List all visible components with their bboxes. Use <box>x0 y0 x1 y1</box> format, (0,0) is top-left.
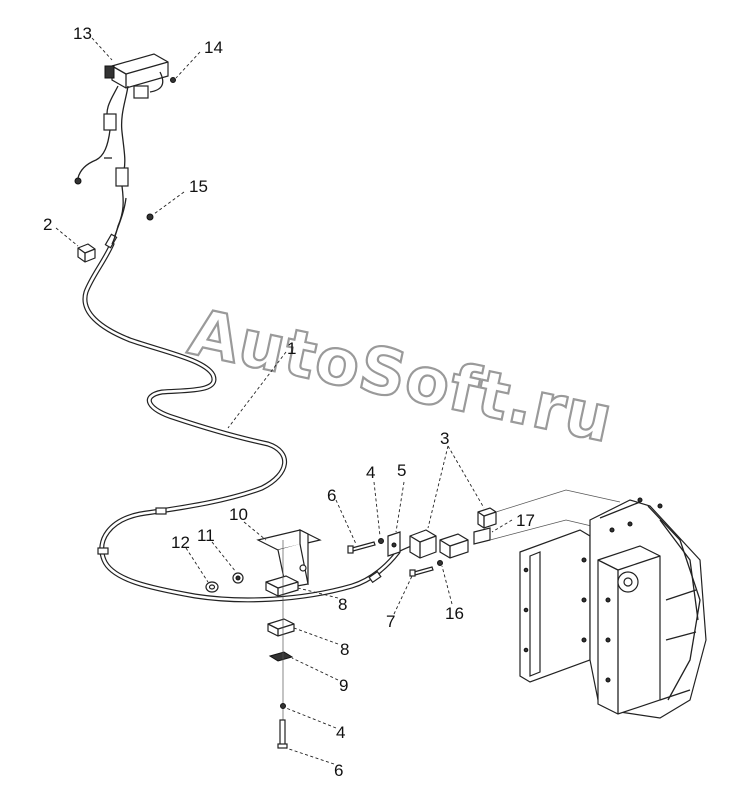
callout-2: 2 <box>43 215 52 234</box>
callout-4-lower: 4 <box>336 723 345 742</box>
callout-7: 7 <box>386 612 395 631</box>
callout-6-upper: 6 <box>327 486 336 505</box>
callout-4-upper: 4 <box>366 463 375 482</box>
nut-4-lower <box>280 703 286 709</box>
clip-3-upper <box>477 507 497 529</box>
nut-16 <box>437 560 443 566</box>
callout-11: 11 <box>197 526 215 545</box>
bolt-6-upper <box>347 541 376 554</box>
control-module <box>74 53 169 245</box>
bracket-10 <box>256 529 322 589</box>
callout-5: 5 <box>397 461 406 480</box>
bracket-5 <box>387 531 401 557</box>
bolt-6-lower <box>277 719 288 749</box>
callout-13: 13 <box>73 24 92 43</box>
callout-3: 3 <box>440 429 449 448</box>
callout-8-upper: 8 <box>338 595 347 614</box>
gearbox-housing <box>519 497 707 719</box>
sensor-3 <box>409 529 469 559</box>
callout-15: 15 <box>189 177 208 196</box>
clamp-8-lower <box>267 618 295 637</box>
callout-6-lower: 6 <box>334 761 343 780</box>
screw-14 <box>170 77 176 83</box>
reference-line-lower <box>489 519 601 541</box>
callout-16: 16 <box>445 604 464 623</box>
watermark: AutoSoft.ru <box>182 295 621 459</box>
callout-12: 12 <box>171 533 190 552</box>
leader-lines <box>55 37 513 765</box>
plate-9 <box>268 651 294 662</box>
watermark-text: AutoSoft.ru <box>183 296 620 458</box>
callouts: 13 14 15 2 1 3 4 5 6 17 10 11 12 8 7 16 … <box>43 24 535 780</box>
wiring-harness <box>82 197 433 603</box>
callout-14: 14 <box>204 38 223 57</box>
pad-17 <box>473 527 491 545</box>
bolt-7 <box>409 566 434 577</box>
nut-4-upper <box>378 538 384 544</box>
grommet-12 <box>205 581 219 593</box>
screw-15 <box>146 213 154 221</box>
callout-8-lower: 8 <box>340 640 349 659</box>
clip-2 <box>77 243 96 263</box>
callout-9: 9 <box>339 676 348 695</box>
callout-10: 10 <box>229 505 248 524</box>
reference-line-upper <box>495 489 621 513</box>
callout-1: 1 <box>287 339 296 358</box>
clamp-8-upper <box>265 575 299 597</box>
callout-17: 17 <box>516 511 535 530</box>
washer-11 <box>232 572 244 584</box>
